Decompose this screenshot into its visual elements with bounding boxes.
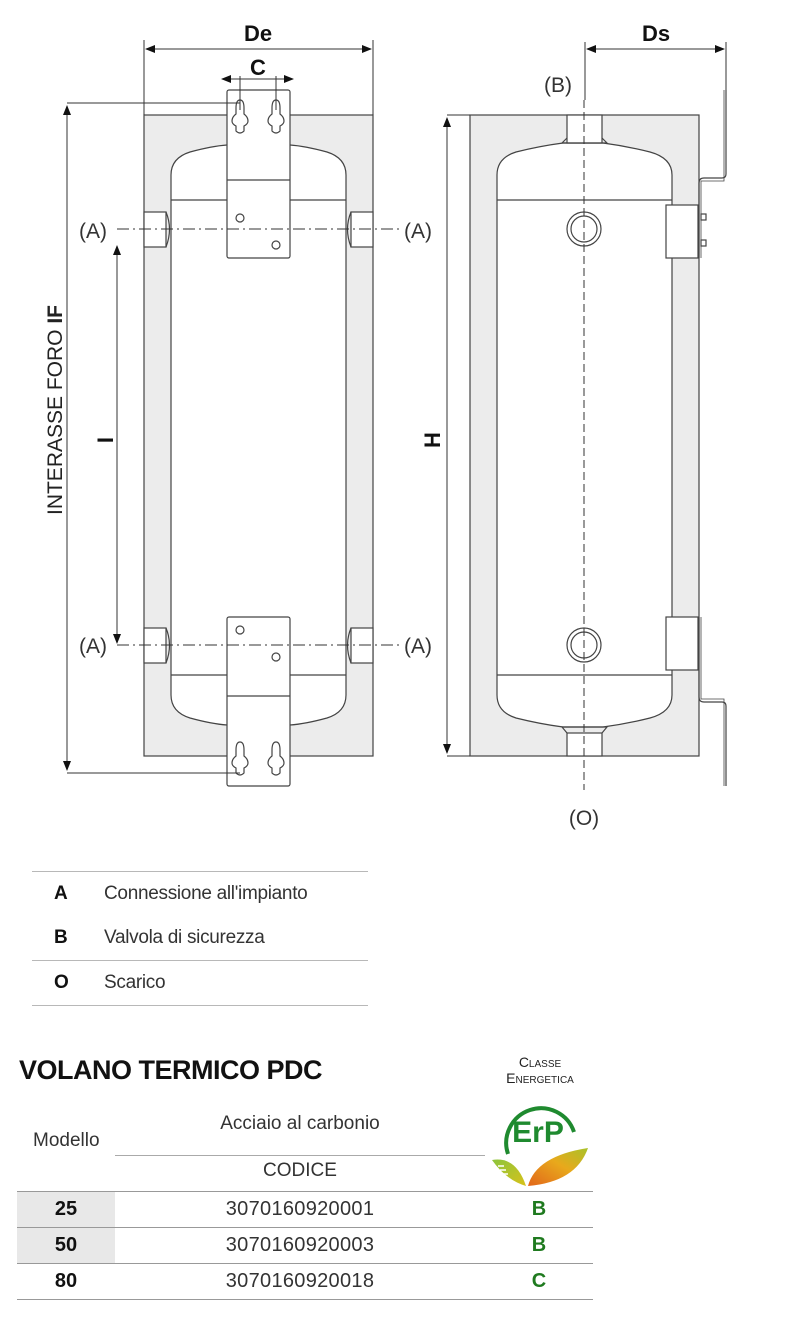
- code-cell: 3070160920003: [225, 1234, 375, 1256]
- technical-drawing: De C I INTERASSE FORO IF (A) (A) (A) (A): [44, 21, 727, 830]
- connection-a-label: (A): [404, 635, 432, 658]
- front-view: [143, 89, 374, 787]
- table-header-material: Acciaio al carbonio: [220, 1113, 380, 1134]
- table-header-code: CODICE: [263, 1160, 337, 1181]
- product-table: 25 3070160920001 B 50 3070160920003 B 80…: [17, 1191, 593, 1300]
- keyhole-slot: [231, 99, 249, 134]
- table-row: 25 3070160920001 B: [17, 1192, 593, 1228]
- table-row: 50 3070160920003 B: [17, 1228, 593, 1264]
- legend-key: A: [54, 883, 68, 904]
- keyhole-slot: [267, 99, 285, 134]
- erp-text: ErP: [512, 1116, 564, 1149]
- legend-item: B Valvola di sicurezza: [32, 916, 368, 961]
- model-cell: 25: [17, 1192, 115, 1227]
- dim-h-label: H: [420, 432, 445, 448]
- erp-logo-icon: ErP: [492, 1106, 588, 1186]
- legend-description: Connessione all'impianto: [104, 883, 308, 904]
- side-view: [469, 90, 727, 786]
- energy-class-cell: C: [531, 1270, 547, 1292]
- model-cell: 50: [17, 1228, 115, 1263]
- header-divider: [115, 1155, 485, 1156]
- energy-class-heading: Classe Energetica: [478, 1054, 602, 1086]
- connection-a-label: (A): [79, 635, 107, 658]
- legend-description: Valvola di sicurezza: [104, 927, 265, 948]
- keyhole-slot: [267, 741, 285, 776]
- energy-class-cell: B: [531, 1198, 547, 1220]
- front-dimensions: [63, 40, 400, 774]
- product-title: VOLANO TERMICO PDC: [19, 1055, 323, 1085]
- dim-c-label: C: [250, 55, 266, 80]
- connection-a-label: (A): [79, 220, 107, 243]
- legend-item: O Scarico: [32, 961, 368, 1006]
- legend-key: B: [54, 927, 68, 948]
- legend-description: Scarico: [104, 972, 166, 993]
- energy-class-cell: B: [531, 1234, 547, 1256]
- legend: A Connessione all'impianto B Valvola di …: [32, 871, 368, 1006]
- legend-key: O: [54, 972, 69, 993]
- dim-i-label: I: [93, 437, 118, 443]
- connection-b-label: (B): [544, 74, 572, 97]
- code-cell: 3070160920018: [225, 1270, 375, 1292]
- dim-de-label: De: [244, 21, 272, 46]
- energy-class-heading-line: Classe: [518, 1054, 562, 1070]
- side-dimensions: [443, 42, 727, 790]
- code-cell: 3070160920001: [225, 1198, 375, 1220]
- connection-o-label: (O): [569, 807, 599, 830]
- table-header-model: Modello: [33, 1130, 100, 1151]
- energy-class-heading-line: Energetica: [506, 1070, 574, 1086]
- dim-interasse-label: INTERASSE FORO IF: [44, 305, 67, 515]
- dim-ds-label: Ds: [642, 21, 670, 46]
- table-row: 80 3070160920018 C: [17, 1264, 593, 1300]
- model-cell: 80: [54, 1270, 78, 1292]
- keyhole-slot: [231, 741, 249, 776]
- legend-item: A Connessione all'impianto: [32, 871, 368, 916]
- connection-a-label: (A): [404, 220, 432, 243]
